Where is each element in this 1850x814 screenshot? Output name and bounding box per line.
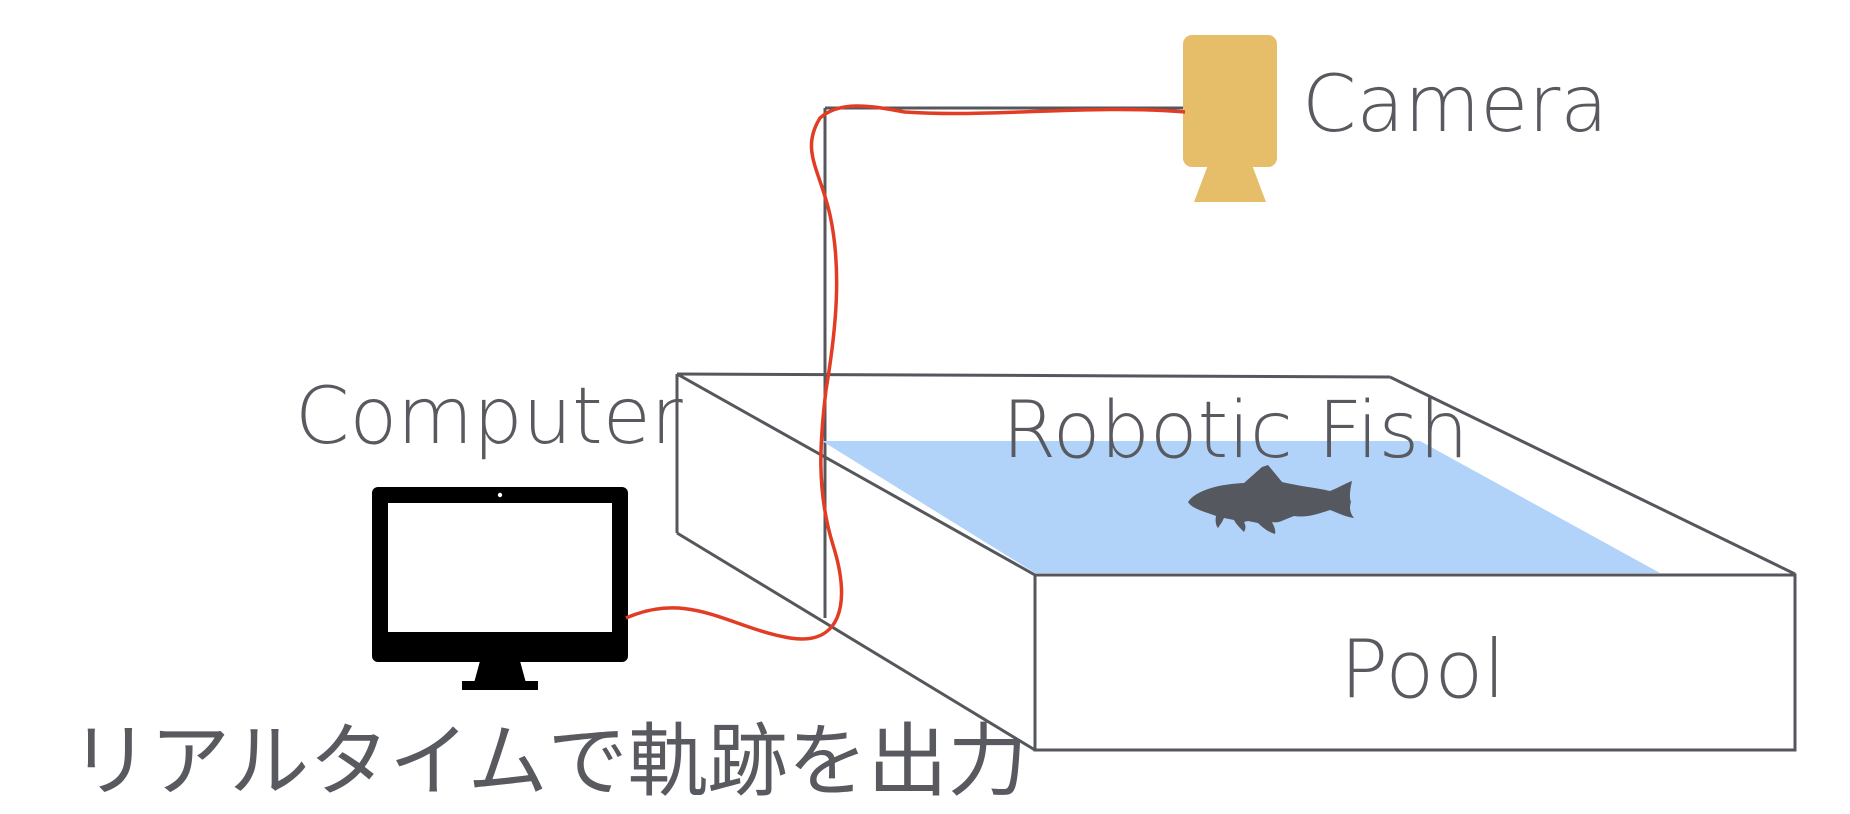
camera-icon	[1183, 35, 1277, 202]
monitor-icon	[372, 487, 628, 690]
pool-label: Pool	[1340, 623, 1506, 716]
camera-label: Camera	[1302, 60, 1609, 150]
computer-label: Computer	[295, 372, 683, 462]
fish-icon	[1188, 465, 1354, 534]
pool-front-outline	[676, 372, 1797, 752]
robotic-fish-label: Robotic Fish	[1002, 386, 1469, 476]
pool-back-outline	[675, 372, 1796, 576]
realtime-output-caption: リアルタイムで軌跡を出力	[70, 715, 1028, 808]
data-cable	[625, 104, 1186, 641]
